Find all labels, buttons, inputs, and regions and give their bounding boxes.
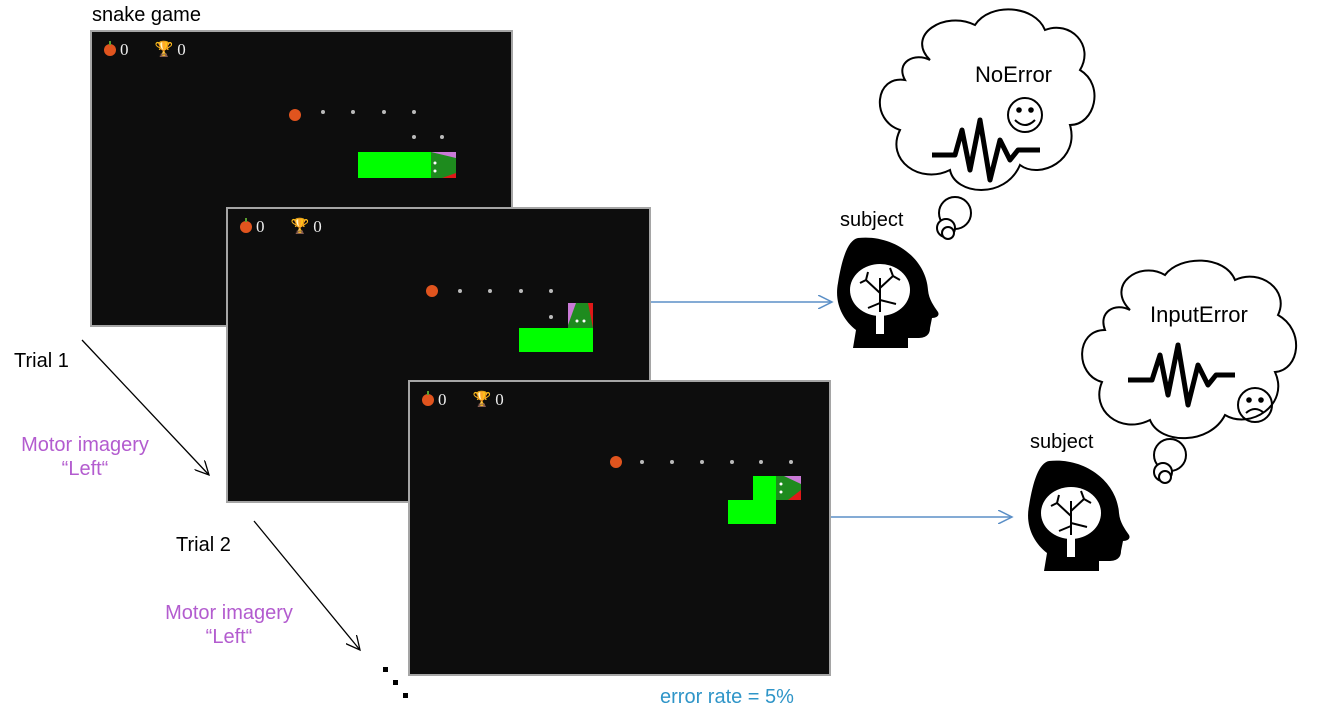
path-dot (549, 289, 553, 293)
apple (289, 109, 301, 121)
apple (426, 285, 438, 297)
snake-eye (779, 482, 783, 486)
error-cue (788, 490, 801, 500)
motor-imagery-cue (784, 476, 801, 484)
path-dot (549, 315, 553, 319)
diagram-title: snake game (92, 4, 201, 26)
path-dot (519, 289, 523, 293)
apple-icon (422, 391, 434, 406)
motor-imagery-cue (431, 152, 456, 158)
path-dot (670, 460, 674, 464)
path-dot (440, 135, 444, 139)
snake-body (728, 476, 776, 524)
score-bar: 0 🏆 0 (104, 40, 186, 60)
trophy-icon: 🏆 (290, 218, 310, 235)
path-dot (640, 460, 644, 464)
trophy-count: 0 (495, 390, 504, 409)
apple-icon (240, 218, 252, 233)
snake-eye (433, 161, 437, 165)
trial-1-motor-imagery: Motor imagery “Left“ (4, 433, 166, 481)
brain-head-icon (837, 237, 939, 348)
trial-1-label: Trial 1 (14, 350, 69, 372)
ellipsis-dot (403, 693, 408, 698)
path-dot (351, 110, 355, 114)
path-dot (700, 460, 704, 464)
apple-count: 0 (438, 390, 447, 409)
motor-imagery-direction: “Left“ (61, 458, 109, 480)
snake-body (519, 328, 593, 352)
motor-imagery-cue (568, 303, 576, 325)
path-dot (759, 460, 763, 464)
subject-2-label: subject (1030, 431, 1094, 453)
apple-count: 0 (256, 217, 265, 236)
ellipsis-dot (383, 667, 388, 672)
path-dot (412, 110, 416, 114)
score-bar: 0 🏆 0 (240, 217, 322, 237)
path-dot (789, 460, 793, 464)
snake-game-screen-3: 0 🏆 0 (408, 380, 831, 676)
game-board (426, 285, 593, 352)
error-cue (442, 173, 456, 178)
snake-eye (575, 319, 579, 323)
score-bar: 0 🏆 0 (422, 390, 504, 410)
trophy-icon: 🏆 (154, 41, 174, 58)
thought-cloud-icon (1081, 259, 1297, 484)
snake-eye (433, 169, 437, 173)
snake-eye (779, 490, 783, 494)
apple-count: 0 (120, 40, 129, 59)
eeg-trace (932, 117, 1040, 183)
trophy-icon: 🏆 (472, 391, 492, 408)
motor-imagery-text: Motor imagery (21, 434, 149, 456)
error-rate-label: error rate = 5% (660, 686, 794, 708)
apple (610, 456, 622, 468)
ellipsis-dot (393, 680, 398, 685)
path-dot (730, 460, 734, 464)
apple-icon (104, 41, 116, 56)
trophy-count: 0 (313, 217, 322, 236)
game-board (289, 109, 456, 178)
path-dot (488, 289, 492, 293)
path-dot (458, 289, 462, 293)
trophy-count: 0 (177, 40, 186, 59)
error-cue (588, 303, 593, 328)
path-dot (382, 110, 386, 114)
game-board (610, 456, 801, 524)
eeg-trace (1128, 342, 1235, 408)
brain-head-icon (1028, 460, 1130, 571)
trial-2-motor-imagery: Motor imagery “Left“ (148, 601, 310, 649)
path-dot (321, 110, 325, 114)
no-error-text: NoError (975, 62, 1052, 87)
path-dot (412, 135, 416, 139)
snake-eye (582, 319, 586, 323)
trial-2-label: Trial 2 (176, 534, 231, 556)
thought-cloud-icon (878, 8, 1096, 240)
motor-imagery-text: Motor imagery (165, 602, 293, 624)
smiley-icon (1007, 97, 1043, 133)
subject-1-label: subject (840, 209, 904, 231)
sad-face-icon (1237, 387, 1273, 423)
input-error-text: InputError (1150, 302, 1248, 327)
snake-body (358, 152, 432, 178)
motor-imagery-direction: “Left“ (205, 626, 253, 648)
